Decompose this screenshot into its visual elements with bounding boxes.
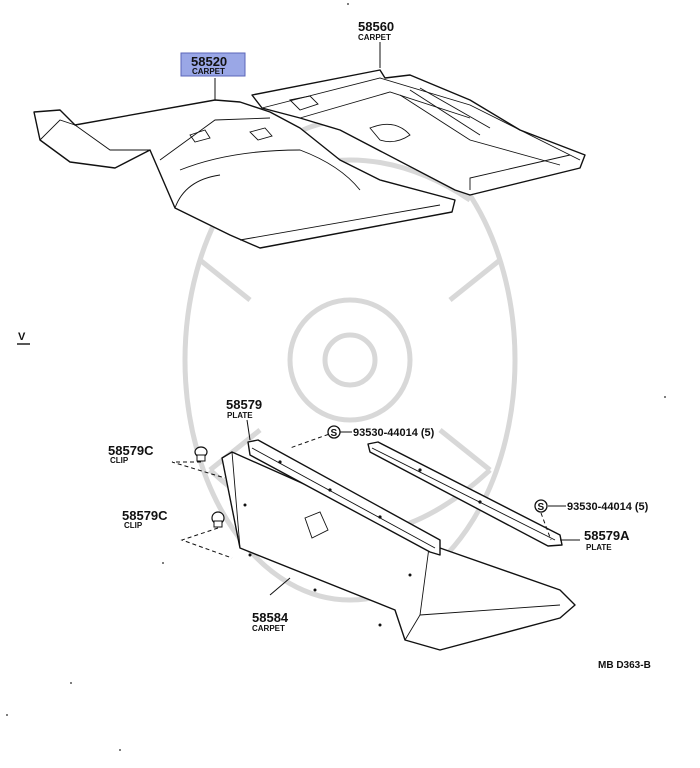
screw-symbol-2: S [534,499,548,513]
screw-part-number-1[interactable]: 93530-44014 (5) [353,427,435,439]
svg-text:S: S [331,428,338,439]
part-number-58520[interactable]: 58520 [191,54,227,69]
part-name-58579A: PLATE [586,543,612,552]
diagram-code: MB D363-B [598,660,651,671]
part-name-58584: CARPET [252,624,285,633]
part-number-58579C-upper[interactable]: 58579C [108,443,154,458]
part-name-58579: PLATE [227,411,253,420]
clip-58579C-lower [211,511,225,528]
part-number-58584[interactable]: 58584 [252,610,289,625]
svg-text:S: S [538,502,545,513]
plate-58579A-drawing [367,441,563,547]
carpet-58560-drawing [251,69,586,196]
carpet-58520-drawing [33,99,456,249]
screw-symbol-1: S [327,425,341,439]
part-number-58579A[interactable]: 58579A [584,528,630,543]
part-name-58579C-upper: CLIP [110,456,129,465]
part-name-58579C-lower: CLIP [124,521,143,530]
plate-58579-drawing [247,439,441,556]
clip-58579C-upper [194,446,208,462]
part-name-58520: CARPET [192,67,225,76]
part-number-58560[interactable]: 58560 [358,19,394,34]
screw-part-number-2[interactable]: 93530-44014 (5) [567,501,649,513]
view-label: V [18,331,26,343]
part-number-58579[interactable]: 58579 [226,397,262,412]
part-number-58579C-lower[interactable]: 58579C [122,508,168,523]
part-name-58560: CARPET [358,33,391,42]
highlight-box [180,52,246,77]
